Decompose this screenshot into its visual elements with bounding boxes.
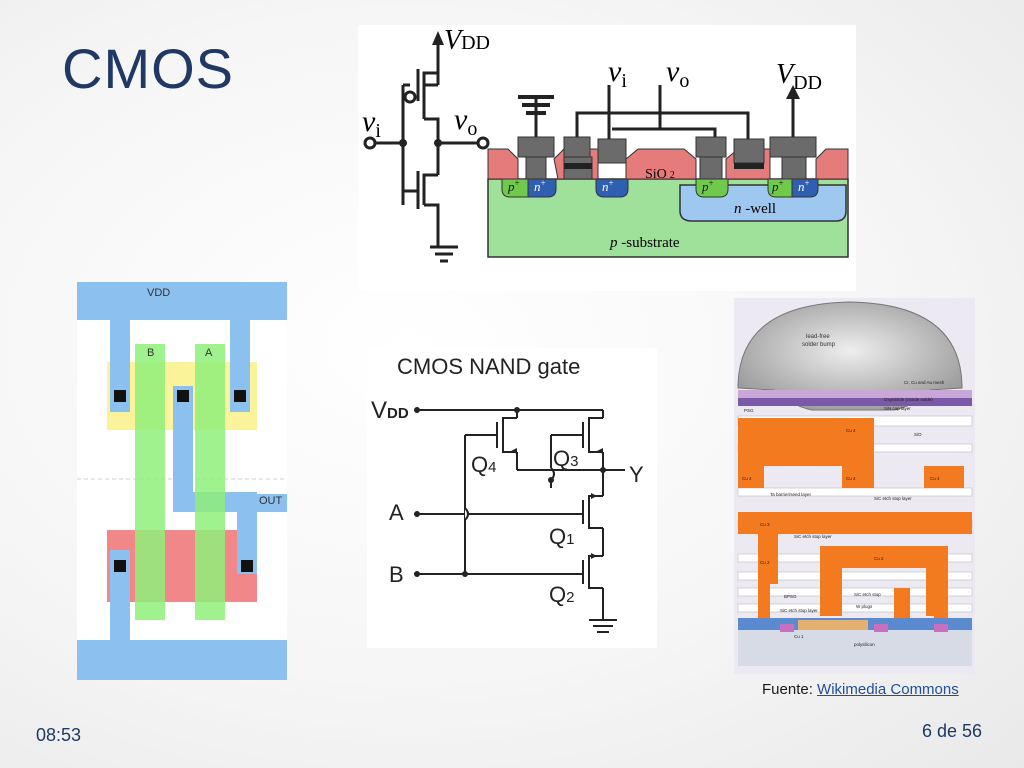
b-label: B <box>389 562 404 587</box>
layer-label: Cu 2 <box>760 560 770 565</box>
wafer-cross-section <box>487 85 849 258</box>
q1-label: Q1 <box>549 524 574 549</box>
bump-label: lead-free <box>806 334 830 340</box>
layer-label: Cr, Cu and Au mesh <box>904 380 945 385</box>
layer-label: Cu 4 <box>846 428 856 433</box>
interconnect-svg: lead-free solder bump Cr, Cu and Au mesh… <box>734 298 975 674</box>
vdd-right-arrow-icon <box>786 85 800 99</box>
layer-label: BPSG <box>784 594 797 599</box>
inverter-schematic <box>370 43 483 263</box>
layout-out-label: OUT <box>259 495 283 507</box>
nand-gate-svg: CMOS NAND gate <box>371 354 644 633</box>
layer-label: Oxynitride (nitride oxide) <box>884 397 933 402</box>
nand-gate-figure: CMOS NAND gate <box>367 348 657 648</box>
layer-label: Cu 1 <box>794 634 804 639</box>
interconnect-cross-section-figure: lead-free solder bump Cr, Cu and Au mesh… <box>734 298 975 674</box>
wikimedia-commons-link[interactable]: Wikimedia Commons <box>817 681 959 698</box>
pplus-label-3: p+ <box>771 178 784 194</box>
cmos-cross-section-figure: VDD vi vo <box>358 25 856 291</box>
a-label: A <box>389 500 404 525</box>
layer-label: Ta barrier/seed layer <box>770 492 812 497</box>
q4-label: Q4 <box>471 452 496 477</box>
layer-label: Cu 3 <box>760 522 770 527</box>
layer-label: W plugs <box>856 604 873 609</box>
pplus-label-2: p+ <box>701 178 714 194</box>
y-label: Y <box>629 462 644 487</box>
vdd-arrow-icon <box>432 31 444 45</box>
layout-b-label: B <box>147 347 154 359</box>
layer-label: Cu 4 <box>846 476 856 481</box>
vi-label: vi <box>362 105 381 142</box>
nwell-label: n -well <box>734 201 776 217</box>
layer-label: SiC etch stop layer <box>874 496 912 501</box>
layer-label: SiC etch stop layer <box>794 534 832 539</box>
nplus-label-2: n+ <box>602 178 614 194</box>
psubstrate-label: p -substrate <box>609 235 680 251</box>
top-vi-label: vi <box>608 55 627 92</box>
layer-label: Cu 2 <box>874 556 884 561</box>
slide-time: 08:53 <box>36 725 82 745</box>
layer-label: polysilicon <box>854 642 875 647</box>
bump-label-2: solder bump <box>802 342 836 348</box>
nand-vdd-label: VDD <box>371 397 409 424</box>
layer-label: Cu 4 <box>742 476 752 481</box>
layer-label: Cu 4 <box>930 476 940 481</box>
nplus-label-1: n+ <box>534 178 546 194</box>
vo-label: vo <box>454 103 477 140</box>
nplus-label-3: n+ <box>798 178 810 194</box>
layer-label: SiC etch stop layer <box>780 608 818 613</box>
pplus-label-1: p+ <box>507 178 520 194</box>
cmos-cross-section-svg: VDD vi vo <box>362 25 849 263</box>
source-prefix: Fuente: <box>762 681 818 698</box>
layout-vdd-label: VDD <box>147 287 170 299</box>
q2-label: Q2 <box>549 582 574 607</box>
layer-label: PSG <box>744 408 754 413</box>
q3-label: Q3 <box>553 446 578 471</box>
cmos-layout-figure: VDD B A OUT <box>77 282 287 680</box>
layer-label: SiO <box>914 432 922 437</box>
cmos-layout-svg: VDD B A OUT <box>77 282 287 680</box>
nand-title: CMOS NAND gate <box>397 354 580 379</box>
vdd-right-label: VDD <box>776 59 822 94</box>
slide-page-number: 6 de 56 <box>922 721 983 741</box>
layout-a-label: A <box>205 347 213 359</box>
vdd-left-label: VDD <box>444 25 490 56</box>
top-vo-label: vo <box>666 55 689 92</box>
layer-label: SiC etch stop <box>854 592 881 597</box>
source-credit: Fuente: Wikimedia Commons <box>762 681 959 698</box>
slide-title: CMOS <box>62 37 234 100</box>
layer-label: SiN cap layer <box>884 406 911 411</box>
